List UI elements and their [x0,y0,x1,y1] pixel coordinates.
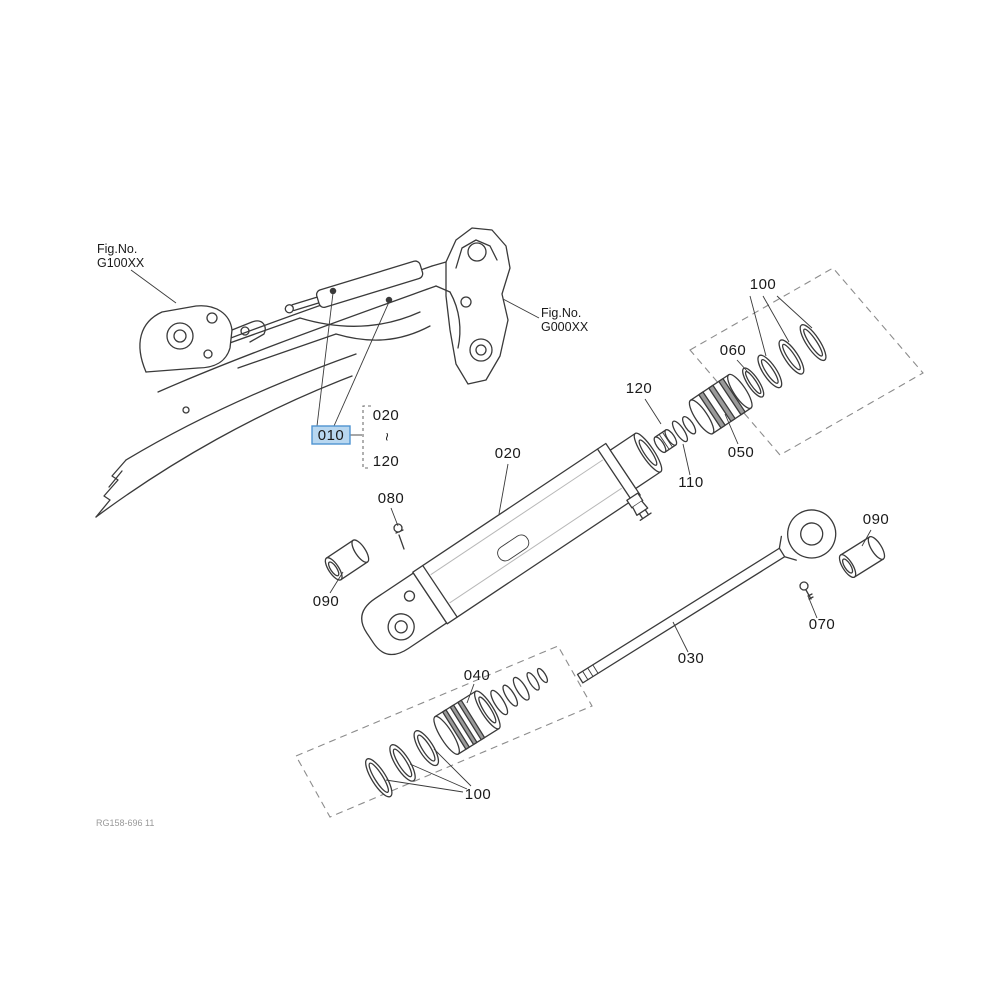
part-callout-090-left[interactable]: 090 [313,593,340,610]
part-callout-020[interactable]: 020 [495,445,522,462]
fig-ref-2-line2: G000XX [541,320,589,334]
part-callout-040[interactable]: 040 [464,667,491,684]
part-callout-070[interactable]: 070 [809,616,836,633]
part-callout-090-right[interactable]: 090 [863,511,890,528]
bushing-left-drawing [324,539,370,581]
part-callout-080[interactable]: 080 [378,490,405,507]
gland-parts-drawing [365,667,549,798]
pivot-point-marker [329,287,337,295]
part-callout-110[interactable]: 110 [678,474,703,491]
bushing-right-drawing [838,536,886,578]
document-code: RG158-696 11 [96,818,154,828]
leader-lines [130,269,872,793]
part-range-top[interactable]: 020 [373,407,400,424]
part-callout-100-bottom[interactable]: 100 [465,786,492,803]
part-range-tilde: ~ [378,432,395,441]
part-callout-010[interactable]: 010 [318,427,345,444]
fig-ref-1-line1: Fig.No. [97,242,137,256]
pivot-point-marker [385,296,393,304]
piston-rod-drawing [576,509,837,684]
part-callout-060[interactable]: 060 [720,342,747,359]
part-range-bottom[interactable]: 120 [373,453,400,470]
part-callout-050[interactable]: 050 [728,444,755,461]
cylinder-barrel-drawing [361,432,663,656]
part-callout-030[interactable]: 030 [678,650,705,667]
part-callout-120[interactable]: 120 [626,380,653,397]
seal-kit-boundary-bottom [295,645,593,818]
piston-parts-drawing [653,324,827,454]
fig-ref-2-line1: Fig.No. [541,306,581,320]
installed-cylinder-drawing [284,260,424,314]
boom-assembly-drawing [95,227,511,518]
pin-fitting-drawing [799,581,814,600]
selected-part-highlight [311,425,351,445]
grease-fitting-drawing [393,523,405,550]
fig-ref-1-line2: G100XX [97,256,145,270]
part-callout-100-top[interactable]: 100 [750,276,777,293]
seal-kit-boundary-top [689,267,924,456]
